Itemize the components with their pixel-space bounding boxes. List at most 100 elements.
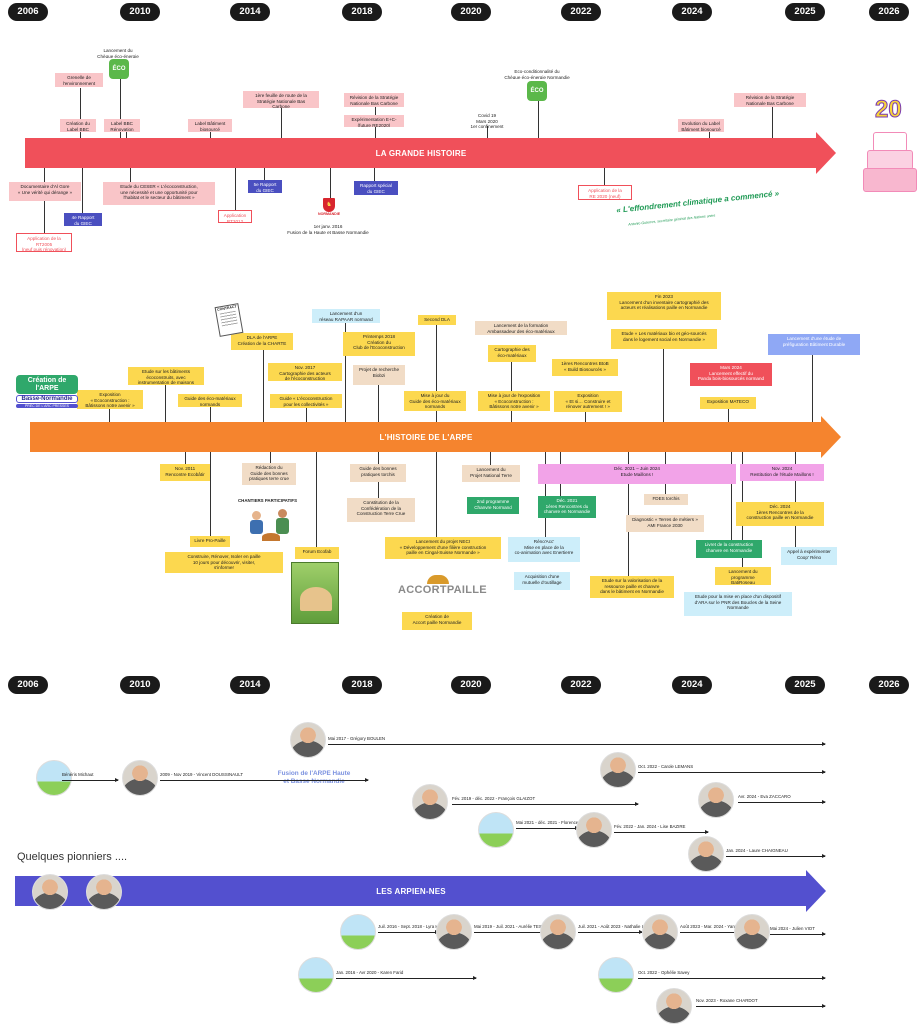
accort-paille-logo: ACCORTPAILLE: [398, 575, 487, 596]
year-2018: 2018: [342, 3, 382, 21]
tenure-line: [62, 778, 119, 782]
event-a45: Appel à expérimenter Coop' Réno: [781, 547, 837, 565]
connector-line: [545, 452, 546, 537]
year-2014: 2014: [230, 3, 270, 21]
event-a13: Cartographie des éco-matériaux: [488, 345, 536, 362]
event-a10: Second DLA: [418, 315, 456, 325]
person-label: Mai 2024 - Julien VIOT: [770, 926, 815, 931]
event-g8: Expérimentation E+C- (future RE2020): [344, 115, 404, 127]
connector-line: [436, 325, 437, 422]
connector-line: [345, 323, 346, 422]
effondrement-author: Antonio Guterres, secrétaire général des…: [628, 213, 716, 227]
person-label: Fév. 2022 - Jan. 2024 - Lise BAZIRE: [614, 824, 686, 829]
event-g18: 5e Rapport du GIEC: [248, 180, 282, 193]
tenure-line: [516, 826, 579, 830]
normandie-logo: ♞ NORMANDIE: [318, 198, 340, 216]
event-g11: Evolution du Label Bâtiment biosourcé: [678, 119, 724, 132]
tenure-line: [680, 930, 743, 934]
event-a30: Création de Accort paille Normandie: [402, 612, 472, 630]
creation-arpe-title: Création de l'ARPE: [16, 375, 78, 394]
year-2010: 2010: [120, 676, 160, 694]
event-g15: 4e Rapport du GIEC: [64, 213, 102, 226]
event-a24: Construire, Rénover, Isoler en paille 10…: [165, 552, 283, 573]
avatar: [656, 988, 692, 1024]
event-a8: Printemps 2018 Création du Club de l'Eco…: [343, 332, 415, 356]
creation-arpe-region: Basse-Normandie: [16, 395, 78, 403]
year-2025: 2025: [785, 676, 825, 694]
event-g5: Label Bâtiment biosourcé: [188, 119, 232, 132]
avatar: [688, 836, 724, 872]
connector-line: [130, 168, 131, 182]
connector-line: [210, 131, 211, 138]
connector-line: [44, 168, 45, 234]
event-a33: Déc. 2021 – Juin 2024 Etude Maillons !: [538, 464, 736, 484]
grande-histoire-title: LA GRANDE HISTOIRE: [375, 148, 467, 158]
connector-line: [126, 131, 127, 138]
tenure-line: [474, 930, 546, 934]
connector-line: [306, 408, 307, 422]
person-label: Fév. 2019 - déc. 2022 - François GLAIZOT: [452, 796, 536, 801]
year-2026: 2026: [869, 3, 909, 21]
tenure-line: [696, 1004, 826, 1008]
event-a14: Mise à jour de l'exposition « Ecoconstru…: [478, 391, 550, 411]
forum-ecofab-poster: [291, 562, 339, 624]
connector-line: [378, 385, 379, 422]
avatar: [698, 782, 734, 818]
connector-line: [270, 452, 271, 463]
avatar: [436, 914, 472, 950]
tenure-line: [726, 854, 826, 858]
event-a38: Diagnostic « Terres de métiers » AMI Fra…: [626, 515, 704, 532]
avatar: [290, 722, 326, 758]
connector-line: [812, 355, 813, 422]
tenure-line: [328, 742, 826, 746]
event-a20: Exposition MATECO: [700, 397, 756, 409]
person-label: Mai 2017 - Grégory BOULEN: [328, 736, 386, 741]
event-g16: Etude du CESER « L'écoconstruction, une …: [103, 182, 215, 205]
event-a1: Exposition « Ecoconstruction : Bâtissons…: [77, 390, 143, 409]
connector-line: [604, 168, 605, 185]
event-g10: Eco-conditionnalité du Chèque éco-énergi…: [504, 69, 570, 79]
tenure-line: [578, 930, 643, 934]
year-2024: 2024: [672, 676, 712, 694]
connector-line: [281, 108, 282, 138]
year-2025: 2025: [785, 3, 825, 21]
year-2006: 2006: [8, 3, 48, 21]
effondrement-quote: « L'effondrement climatique a commencé »: [615, 188, 780, 215]
chantiers-participatifs-label: CHANTIERS PARTICIPATIFS: [238, 498, 298, 503]
event-g17: Application RT2012: [218, 210, 252, 223]
year-2010: 2010: [120, 3, 160, 21]
event-a40: Livret de la construction chanvre en Nor…: [696, 540, 762, 558]
creation-arpe-badge: Création de l'ARPE Basse-Normandie PRÉC …: [16, 375, 78, 408]
tenure-line: [378, 930, 439, 934]
event-a11: Mise à jour du Guide des éco-matériaux n…: [404, 391, 466, 411]
connector-line: [264, 168, 265, 180]
avatar: [122, 760, 158, 796]
pioneer-avatar: [86, 874, 122, 910]
connector-line: [709, 131, 710, 138]
arpe-title: L'HISTOIRE DE L'ARPE: [379, 432, 473, 442]
event-a16: Etude « Les matériaux bio et géo-sourcés…: [611, 329, 717, 349]
event-a22: Nov. 2011 Rencontre Ecobâtir: [160, 464, 210, 481]
fusion-label: Fusion de l'ARPE Haute et Basse Normandi…: [277, 770, 351, 785]
avatar: [734, 914, 770, 950]
normandie-flag-icon: ♞: [323, 198, 335, 212]
connector-line: [490, 452, 491, 465]
avatar: [298, 957, 334, 993]
connector-line: [585, 412, 586, 422]
event-a41: Lancement du programme BatiRoseau: [715, 567, 771, 585]
event-a23: Livre Pro-Paille: [190, 536, 230, 547]
cake-number: 20: [875, 96, 903, 124]
connector-line: [487, 126, 488, 138]
event-a28: Constitution de la Confédération de la C…: [347, 498, 415, 522]
person-label: Bénéris Michaut: [62, 772, 94, 777]
year-2020: 2020: [451, 3, 491, 21]
event-a17: 1ères Rencontres BtoB « Build Biosourcés…: [552, 359, 618, 376]
year-2020: 2020: [451, 676, 491, 694]
event-g21: Application de la RE 2020 (neuf): [578, 185, 632, 200]
person-label: Avr. 2024 - Eva ZACCARO: [738, 794, 791, 799]
event-g20: Rapport spécial du GIEC: [354, 181, 398, 195]
year-2014: 2014: [230, 676, 270, 694]
year-2022: 2022: [561, 3, 601, 21]
connector-line: [628, 452, 629, 576]
